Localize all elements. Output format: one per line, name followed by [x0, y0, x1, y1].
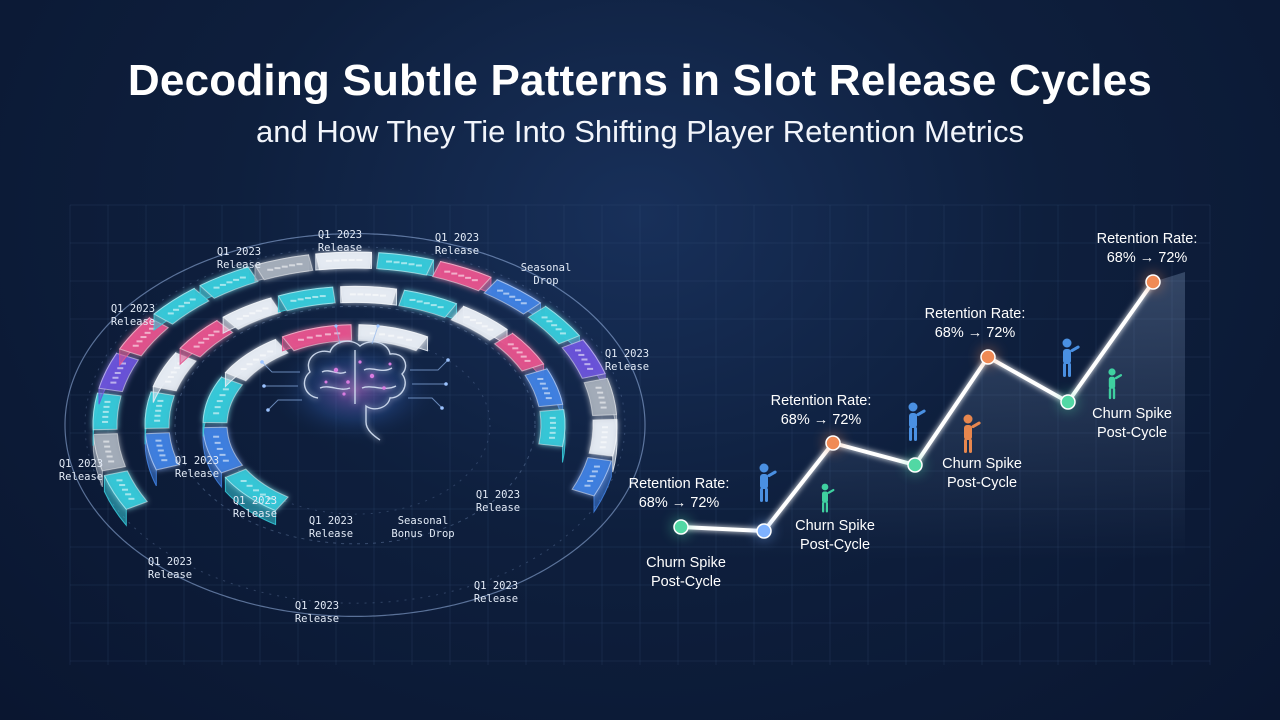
- cycle-segment: [315, 251, 373, 271]
- cycle-segment: [224, 468, 289, 526]
- cycle-segment: [524, 367, 564, 421]
- cycle-segment: [144, 391, 176, 445]
- cycle-segment: [179, 319, 234, 366]
- cycle-segment: [199, 266, 259, 303]
- cycle-segments: [92, 251, 618, 527]
- data-point: [1058, 392, 1078, 412]
- cycle-segment: [152, 351, 198, 403]
- data-point: [978, 347, 998, 367]
- cycle-segment: [527, 305, 581, 353]
- cycle-segment: [450, 305, 508, 347]
- player-figure-icon: [1108, 368, 1123, 400]
- orbit-ring: [219, 335, 491, 515]
- data-point: [671, 517, 691, 537]
- retention-label: Retention Rate:68% → 72%: [629, 476, 730, 511]
- page-title: Decoding Subtle Patterns in Slot Release…: [127, 56, 1153, 105]
- data-point: [754, 521, 774, 541]
- data-point: [1143, 272, 1163, 292]
- cycle-segment: [224, 338, 289, 388]
- cycle-segment: [538, 409, 566, 463]
- player-figure-icon: [1062, 338, 1080, 377]
- cycle-segment: [398, 289, 458, 321]
- cycle-segment: [202, 426, 244, 489]
- orbit-ring: [174, 305, 536, 545]
- cycle-segment: [340, 285, 398, 306]
- retention-label: Retention Rate:68% → 72%: [771, 393, 872, 428]
- cycle-segment: [561, 338, 606, 390]
- brain-circuit-icon: [260, 324, 450, 445]
- cycle-rings: [64, 233, 646, 617]
- cycle-segment: [92, 433, 127, 488]
- page-subtitle: and How They Tie Into Shifting Player Re…: [256, 114, 1024, 149]
- cycle-segment: [583, 377, 618, 431]
- player-figure-icon: [908, 402, 926, 441]
- cycle-segment: [254, 254, 314, 282]
- retention-label: Retention Rate:68% → 72%: [1097, 231, 1198, 266]
- cycle-segment: [493, 332, 545, 382]
- cycle-segment: [431, 260, 492, 294]
- cycle-segment: [588, 418, 618, 473]
- cycle-segment: [222, 297, 282, 334]
- retention-label: Retention Rate:68% → 72%: [925, 306, 1026, 341]
- player-figure-icon: [821, 483, 835, 513]
- orbit-ring: [84, 246, 626, 604]
- cycle-segment: [103, 470, 149, 527]
- player-figure-icon: [963, 414, 981, 453]
- cycle-segment: [483, 278, 542, 320]
- orbit-ring: [64, 233, 646, 617]
- cycle-segment: [376, 252, 435, 277]
- cycle-segment: [144, 432, 180, 487]
- cycle-segment: [153, 287, 210, 332]
- data-point: [823, 433, 843, 453]
- cycle-segment: [277, 286, 336, 313]
- player-figure-icon: [759, 463, 777, 502]
- trend-area: [681, 272, 1185, 560]
- data-point: [905, 455, 925, 475]
- cycle-segment: [571, 457, 612, 514]
- retention-chart: Retention Rate:68% → 72% Retention Rate:…: [629, 231, 1198, 590]
- cycle-segment: [98, 351, 140, 405]
- cycle-segment: [202, 375, 244, 437]
